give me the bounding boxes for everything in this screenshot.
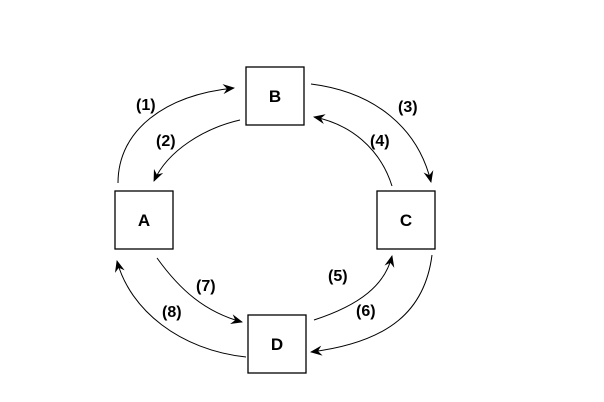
- edge-label-5: (5): [328, 268, 348, 285]
- node-d-box: [247, 314, 307, 374]
- edge-label-3: (3): [398, 99, 418, 116]
- node-d: D: [247, 314, 307, 374]
- edge-6-c-to-d: [310, 254, 433, 356]
- node-b: B: [245, 66, 305, 126]
- edges: [114, 83, 434, 358]
- node-a: A: [114, 190, 174, 250]
- edge-2-b-to-a: [153, 119, 241, 182]
- edge-1-a-to-b: [117, 84, 235, 184]
- node-a-label: A: [138, 211, 150, 230]
- node-b-label: B: [269, 87, 281, 106]
- node-c: C: [376, 190, 436, 250]
- node-b-box: [245, 66, 305, 126]
- edge-label-7: (7): [196, 278, 216, 295]
- node-d-label: D: [271, 335, 283, 354]
- edge-label-8: (8): [162, 304, 182, 321]
- edge-label-2: (2): [156, 133, 176, 150]
- edge-3-b-to-c: [310, 83, 434, 183]
- edge-7-a-to-d: [156, 257, 243, 324]
- edge-label-6: (6): [356, 303, 376, 320]
- edge-8-d-to-a: [114, 260, 247, 358]
- edge-4-c-to-b: [313, 114, 393, 187]
- edge-label-1: (1): [136, 97, 156, 114]
- edge-label-4: (4): [370, 133, 390, 150]
- edge-labels: (1) (2) (3) (4) (5) (6) (7) (8): [136, 97, 418, 321]
- node-a-box: [114, 190, 174, 250]
- node-c-box: [376, 190, 436, 250]
- node-c-label: C: [400, 211, 412, 230]
- edge-5-d-to-c: [313, 255, 395, 321]
